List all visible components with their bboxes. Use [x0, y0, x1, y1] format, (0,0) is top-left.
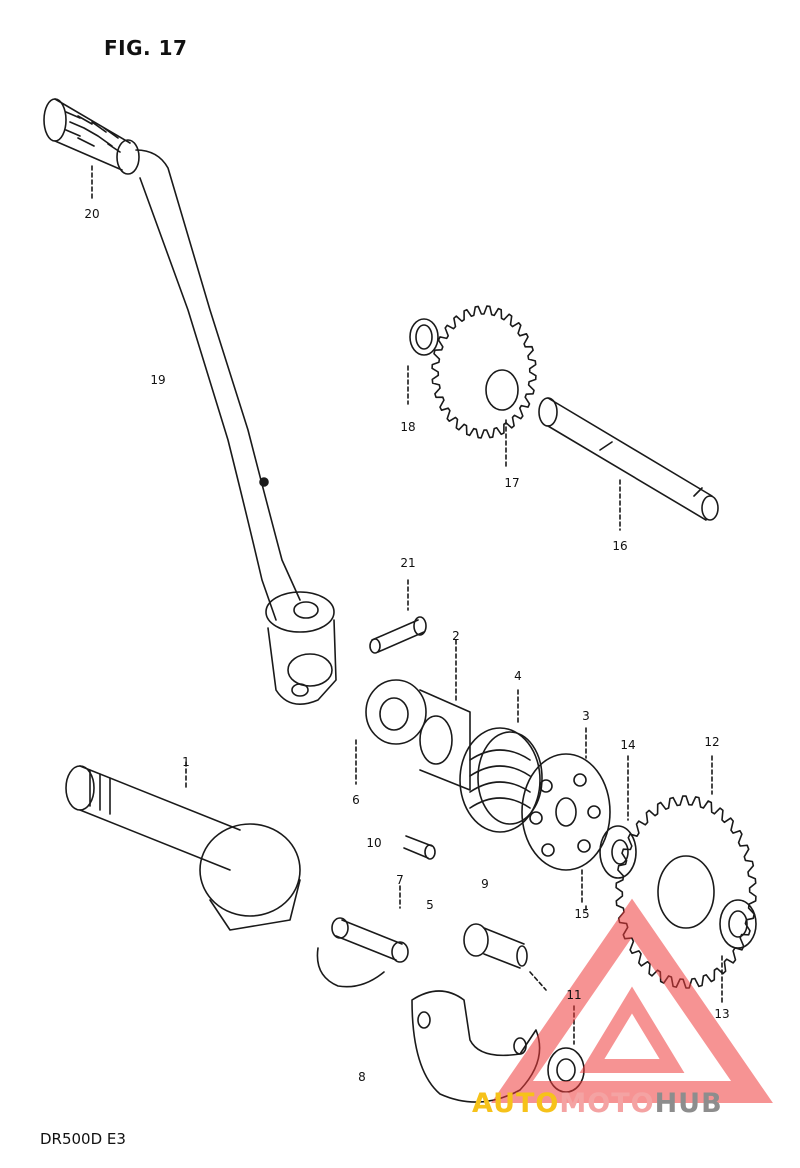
bolt-part-21 [369, 579, 427, 654]
part-label-14: 14 [620, 738, 636, 752]
ratchet-part-2-6 [355, 639, 471, 791]
part-label-16: 16 [612, 539, 628, 553]
part-label-7: 7 [396, 873, 404, 887]
brand-text-auto: AUTO [472, 1088, 560, 1119]
gear-part-12 [615, 755, 757, 989]
part-label-17: 17 [504, 476, 520, 490]
part-label-19: 19 [150, 373, 166, 387]
shaft-part-16 [538, 397, 719, 531]
washer-part-13 [719, 899, 757, 1003]
part-label-11: 11 [566, 988, 582, 1002]
grip-part-20 [43, 98, 140, 199]
part-label-9: 9 [481, 877, 489, 891]
plate-part-3 [521, 727, 611, 871]
part-label-15: 15 [574, 907, 590, 921]
part-label-21: 21 [400, 556, 416, 570]
shaft-part-1 [65, 761, 301, 931]
part-label-3: 3 [582, 709, 590, 723]
model-code: DR500D E3 [40, 1130, 126, 1148]
part-label-20: 20 [84, 207, 100, 221]
brand-text-moto: MOTO [559, 1088, 655, 1119]
figure-title: FIG. 17 [104, 36, 188, 60]
watermark-triangle-logo [491, 898, 773, 1103]
part-label-10: 10 [366, 836, 382, 850]
part-label-18: 18 [400, 420, 416, 434]
part-label-13: 13 [714, 1007, 730, 1021]
part-label-4: 4 [514, 669, 522, 683]
circlip-part-18 [407, 318, 439, 405]
watermark-brand-text: AUTOMOTOHUB [472, 1088, 723, 1119]
pin-part-7 [316, 885, 409, 988]
part-label-8: 8 [358, 1070, 366, 1084]
gear-part-17 [431, 305, 537, 467]
part-label-12: 12 [704, 735, 720, 749]
bolt-part-9 [463, 923, 547, 991]
part-label-1: 1 [182, 755, 190, 769]
spring-part-4 [459, 689, 543, 833]
brand-text-hub: HUB [654, 1088, 723, 1119]
kick-lever-part-19 [135, 149, 337, 706]
part-label-6: 6 [352, 793, 360, 807]
pin-part-10 [403, 835, 436, 860]
washer-part-14 [581, 755, 637, 905]
part-label-2: 2 [452, 629, 460, 643]
part-label-5: 5 [426, 898, 434, 912]
